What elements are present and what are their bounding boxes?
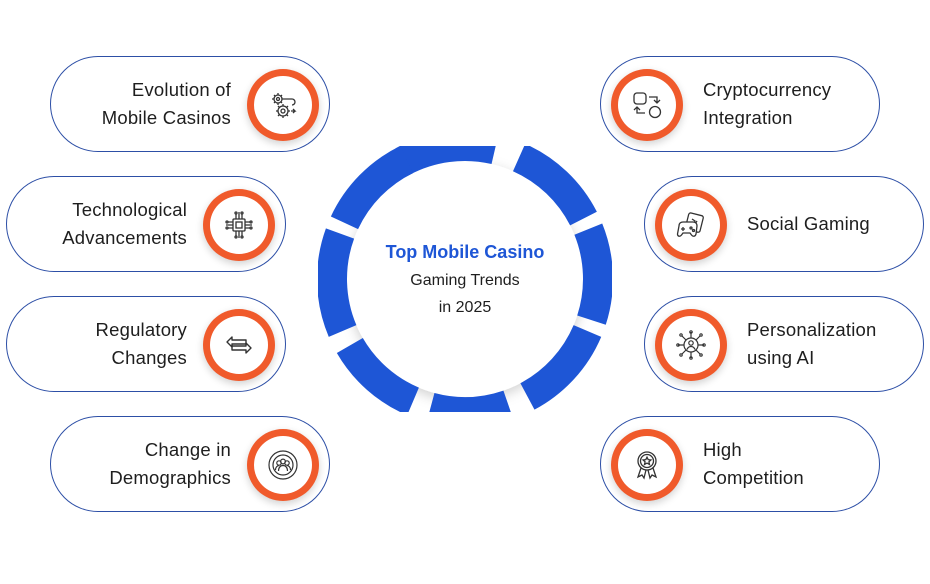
chip-icon bbox=[225, 211, 253, 239]
trend-label-line1: Cryptocurrency bbox=[703, 79, 832, 100]
trend-badge bbox=[611, 429, 683, 501]
trend-label-line2: Advancements bbox=[62, 227, 187, 248]
trend-label: Personalization using AI bbox=[747, 297, 877, 391]
trend-label-line2: Competition bbox=[703, 467, 804, 488]
ring-segment bbox=[318, 228, 357, 337]
trend-label-line1: Personalization bbox=[747, 319, 877, 340]
trend-personalization-using-ai: Personalization using AI bbox=[644, 296, 924, 392]
trend-evolution-mobile-casinos: Evolution of Mobile Casinos bbox=[50, 56, 330, 152]
ring-segment bbox=[336, 338, 419, 412]
trend-label: High Competition bbox=[703, 417, 804, 511]
ring-segment bbox=[330, 146, 414, 230]
trend-technological-advancements: Technological Advancements bbox=[6, 176, 286, 272]
trend-label-line2: Mobile Casinos bbox=[101, 107, 231, 128]
trend-label: Social Gaming bbox=[747, 177, 870, 271]
center-segmented-ring bbox=[318, 146, 612, 412]
ring-segment bbox=[520, 325, 602, 410]
award-ribbon-icon bbox=[636, 451, 658, 480]
center-disc bbox=[347, 161, 583, 397]
trend-label-line2: Demographics bbox=[109, 467, 231, 488]
trend-label: Technological Advancements bbox=[62, 177, 187, 271]
trend-label: Change in Demographics bbox=[109, 417, 231, 511]
trend-label-line1: Social Gaming bbox=[747, 213, 870, 234]
trend-badge bbox=[247, 429, 319, 501]
trend-label: Evolution of Mobile Casinos bbox=[102, 57, 231, 151]
gamepad-icon bbox=[676, 212, 704, 237]
trend-social-gaming: Social Gaming bbox=[644, 176, 924, 272]
ring-segments bbox=[318, 146, 612, 412]
trend-regulatory-changes: Regulatory Changes bbox=[6, 296, 286, 392]
trend-label-line1: High bbox=[703, 439, 742, 460]
crypto-exchange-icon bbox=[633, 92, 662, 119]
trend-label-line2: Integration bbox=[703, 107, 793, 128]
trend-badge bbox=[611, 69, 683, 141]
trend-label-line2: Changes bbox=[111, 347, 187, 368]
trend-cryptocurrency-integration: Cryptocurrency Integration bbox=[600, 56, 880, 152]
trend-badge bbox=[203, 189, 275, 261]
ring-segment bbox=[512, 146, 597, 226]
trend-label-line1: Regulatory bbox=[95, 319, 187, 340]
trend-change-in-demographics: Change in Demographics bbox=[50, 416, 330, 512]
ring-segment bbox=[429, 390, 511, 412]
trend-label: Cryptocurrency Integration bbox=[703, 57, 831, 151]
trend-badge bbox=[247, 69, 319, 141]
ai-user-network-icon bbox=[676, 330, 706, 360]
arrows-exchange-icon bbox=[226, 336, 252, 354]
ring-segment bbox=[395, 146, 496, 175]
trend-label-line2: using AI bbox=[747, 347, 815, 368]
gears-icon bbox=[272, 93, 297, 118]
trend-high-competition: High Competition bbox=[600, 416, 880, 512]
people-target-icon bbox=[268, 450, 298, 480]
trend-badge bbox=[655, 309, 727, 381]
ring-segment bbox=[574, 223, 612, 325]
trend-label-line1: Change in bbox=[144, 439, 231, 460]
trend-badge bbox=[203, 309, 275, 381]
trend-label-line1: Evolution of bbox=[131, 79, 231, 100]
trend-badge bbox=[655, 189, 727, 261]
trend-label-line1: Technological bbox=[72, 199, 187, 220]
trend-label: Regulatory Changes bbox=[96, 297, 187, 391]
